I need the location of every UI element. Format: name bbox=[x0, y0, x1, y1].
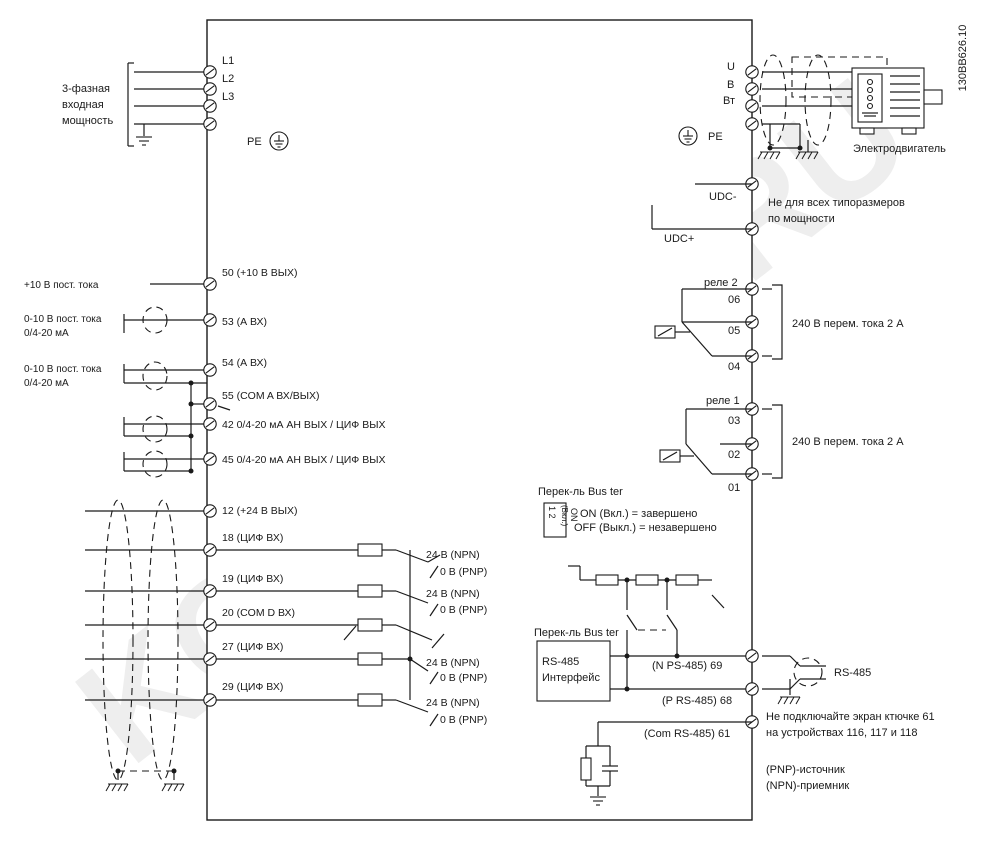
label-l2: L2 bbox=[222, 73, 234, 85]
relay2-label: реле 2 bbox=[704, 277, 738, 289]
bus-ter-title: Перек-ль Bus ter bbox=[538, 486, 623, 498]
udc-plus: UDC+ bbox=[664, 233, 694, 245]
pnp-19: 0 В (PNP) bbox=[440, 604, 487, 616]
udc-minus: UDC- bbox=[709, 191, 737, 203]
terminal-18: 18 (ЦИФ ВХ) bbox=[222, 532, 283, 544]
rs485-iface-1: RS-485 bbox=[542, 656, 579, 668]
label-l3: L3 bbox=[222, 91, 234, 103]
rs485-label: RS-485 bbox=[834, 667, 871, 679]
r02: 02 bbox=[728, 449, 740, 461]
pnp-27: 0 В (PNP) bbox=[440, 672, 487, 684]
r01: 01 bbox=[728, 482, 740, 494]
udc-note-1: Не для всех типоразмеров bbox=[768, 197, 905, 209]
mains-input: L1 L2 L3 PE 3-фазная входная мощность bbox=[62, 55, 289, 151]
label-pe-right: PE bbox=[708, 131, 723, 143]
relay1-label: реле 1 bbox=[706, 395, 740, 407]
terminal-42: 42 0/4-20 мА АН ВЫХ / ЦИФ ВЫХ bbox=[222, 419, 386, 431]
switch-off-text: OFF (Выкл.) = незавершено bbox=[574, 522, 717, 534]
npn-27: 24 В (NPN) bbox=[426, 657, 480, 669]
dc-link: UDC- UDC+ Не для всех типоразмеров по мо… bbox=[651, 177, 905, 245]
relay2-rating: 240 В перем. тока 2 А bbox=[792, 318, 904, 330]
ext-10v-label: +10 В пост. тока bbox=[24, 280, 99, 291]
npn-18: 24 В (NPN) bbox=[426, 549, 480, 561]
pe-ground-icon bbox=[269, 131, 289, 151]
shield-note-2: на устройствах 116, 117 и 118 bbox=[766, 727, 917, 739]
label-v: В bbox=[727, 79, 734, 91]
legend-npn: (NPN)-приемник bbox=[766, 780, 849, 792]
digital-inputs: 12 (+24 В ВЫХ) 18 (ЦИФ ВХ) 24 В (NPN) 0 … bbox=[85, 499, 487, 792]
switch-glyph-12: 1 2 bbox=[547, 506, 557, 519]
terminal-53: 53 (А ВХ) bbox=[222, 316, 267, 328]
rs485: Перек-ль Bus ter RS-485 Интерфейс (N PS-… bbox=[534, 565, 935, 806]
label-l1: L1 bbox=[222, 55, 234, 67]
relay-1: реле 1 03 02 01 240 В перем. тока 2 А bbox=[659, 395, 904, 494]
ain1-line2: 0/4-20 мА bbox=[24, 328, 69, 339]
analog-io: +10 В пост. тока 50 (+10 В ВЫХ) 0-10 В п… bbox=[24, 267, 386, 478]
shield-note-1: Не подключайте экран ктючке 61 bbox=[766, 711, 935, 723]
rs485-iface-2: Интерфейс bbox=[542, 672, 600, 684]
drawing-id: 130BB626.10 bbox=[957, 25, 969, 92]
ain2-line2: 0/4-20 мА bbox=[24, 378, 69, 389]
terminal-27: 27 (ЦИФ ВХ) bbox=[222, 641, 283, 653]
npn-29: 24 В (NPN) bbox=[426, 697, 480, 709]
motor-output: U В Вт PE bbox=[678, 54, 946, 160]
npn-19: 24 В (NPN) bbox=[426, 588, 480, 600]
terminal-12: 12 (+24 В ВЫХ) bbox=[222, 505, 298, 517]
relay-2: реле 2 06 05 04 240 В перем. тока 2 А bbox=[654, 277, 904, 373]
switch-glyph-vkl: (Вкл.) bbox=[560, 505, 569, 526]
terminal-54: 54 (А ВХ) bbox=[222, 357, 267, 369]
label-u: U bbox=[727, 61, 735, 73]
pe-ground-right-icon bbox=[678, 126, 698, 146]
terminal-55: 55 (COM A ВХ/ВЫХ) bbox=[222, 390, 320, 402]
switch-on-text: ON (Вкл.) = завершено bbox=[580, 508, 697, 520]
input-power-line3: мощность bbox=[62, 115, 113, 127]
bus-ter-label2: Перек-ль Bus ter bbox=[534, 627, 619, 639]
terminal-45: 45 0/4-20 мА АН ВЫХ / ЦИФ ВЫХ bbox=[222, 454, 386, 466]
ain1-line1: 0-10 В пост. тока bbox=[24, 314, 102, 325]
motor-icon bbox=[851, 67, 943, 135]
legend-pnp: (PNP)-источник bbox=[766, 764, 845, 776]
terminal-20: 20 (COM D ВХ) bbox=[222, 607, 295, 619]
input-power-line2: входная bbox=[62, 99, 104, 111]
label-pe-left: PE bbox=[247, 136, 262, 148]
pnp-18: 0 В (PNP) bbox=[440, 566, 487, 578]
r03: 03 bbox=[728, 415, 740, 427]
r04: 04 bbox=[728, 361, 740, 373]
terminal-50: 50 (+10 В ВЫХ) bbox=[222, 267, 298, 279]
terminal-61: (Com RS-485) 61 bbox=[644, 728, 730, 740]
input-power-line1: 3-фазная bbox=[62, 83, 110, 95]
label-w: Вт bbox=[723, 95, 735, 107]
motor-label: Электродвигатель bbox=[853, 143, 946, 155]
terminal-69: (N PS-485) 69 bbox=[652, 660, 722, 672]
switch-glyph-on: ON bbox=[569, 508, 579, 522]
ain2-line1: 0-10 В пост. тока bbox=[24, 364, 102, 375]
terminal-29: 29 (ЦИФ ВХ) bbox=[222, 681, 283, 693]
pnp-29: 0 В (PNP) bbox=[440, 714, 487, 726]
r05: 05 bbox=[728, 325, 740, 337]
terminal-68: (P RS-485) 68 bbox=[662, 695, 732, 707]
r06: 06 bbox=[728, 294, 740, 306]
udc-note-2: по мощности bbox=[768, 213, 835, 225]
drive-frame bbox=[206, 19, 753, 821]
terminal-19: 19 (ЦИФ ВХ) bbox=[222, 573, 283, 585]
bus-ter-switch: Перек-ль Bus ter ON (Вкл.) 1 2 ON (Вкл.)… bbox=[538, 486, 717, 538]
relay1-rating: 240 В перем. тока 2 А bbox=[792, 436, 904, 448]
